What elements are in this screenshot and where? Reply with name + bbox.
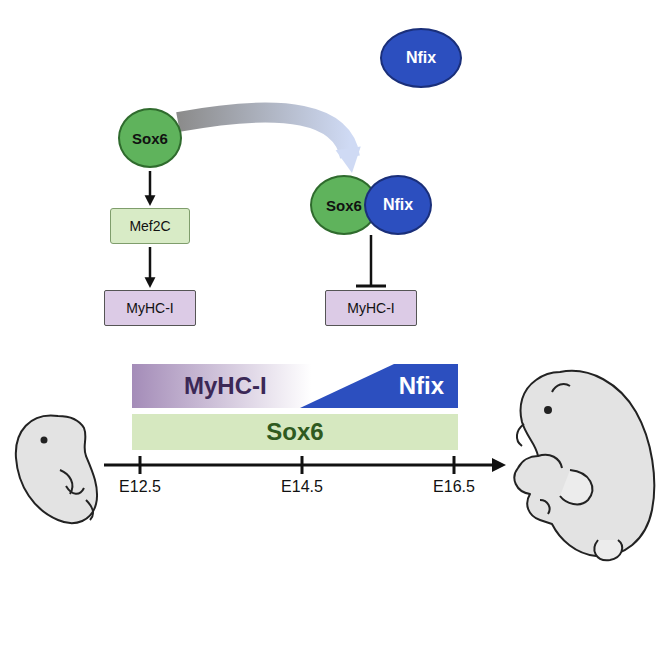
expression-band: Sox6	[132, 414, 458, 450]
inhibition-bar	[356, 285, 386, 288]
nfix-wedge	[300, 364, 458, 408]
node-label: Sox6	[132, 130, 168, 147]
gene-box: MyHC-I	[325, 290, 417, 326]
protein-circle: Sox6	[118, 108, 182, 168]
fetus-drawing	[514, 371, 654, 560]
embryo-drawing	[16, 415, 97, 523]
node-label: Nfix	[406, 49, 436, 67]
expression-band: MyHC-I Nfix	[132, 364, 458, 408]
time-axis	[104, 456, 506, 474]
node-label: MyHC-I	[126, 300, 173, 316]
arrow-line	[149, 171, 152, 198]
time-label: E16.5	[433, 478, 475, 496]
node-label: Sox6	[266, 418, 323, 446]
protein-circle: Nfix	[380, 28, 462, 88]
curved-arrow	[178, 113, 350, 157]
node-label: Mef2C	[129, 218, 170, 234]
protein-circle: Nfix	[364, 175, 432, 235]
arrow-head	[145, 277, 156, 288]
node-label: Sox6	[326, 197, 362, 214]
arrow-line	[149, 247, 152, 280]
gene-box: Mef2C	[110, 208, 190, 244]
connector	[145, 171, 156, 206]
time-label: E14.5	[281, 478, 323, 496]
inhibition-line	[370, 235, 373, 286]
node-label: Nfix	[383, 196, 413, 214]
connector	[178, 113, 361, 173]
time-label: E12.5	[119, 478, 161, 496]
gene-box: MyHC-I	[104, 290, 196, 326]
connector	[145, 247, 156, 288]
node-label: MyHC-I	[184, 372, 267, 400]
arrow-head	[145, 195, 156, 206]
arrow-head	[336, 146, 361, 173]
node-label: MyHC-I	[347, 300, 394, 316]
connector	[356, 235, 386, 286]
node-label: Nfix	[399, 372, 444, 400]
myhc-gradient	[132, 364, 458, 408]
